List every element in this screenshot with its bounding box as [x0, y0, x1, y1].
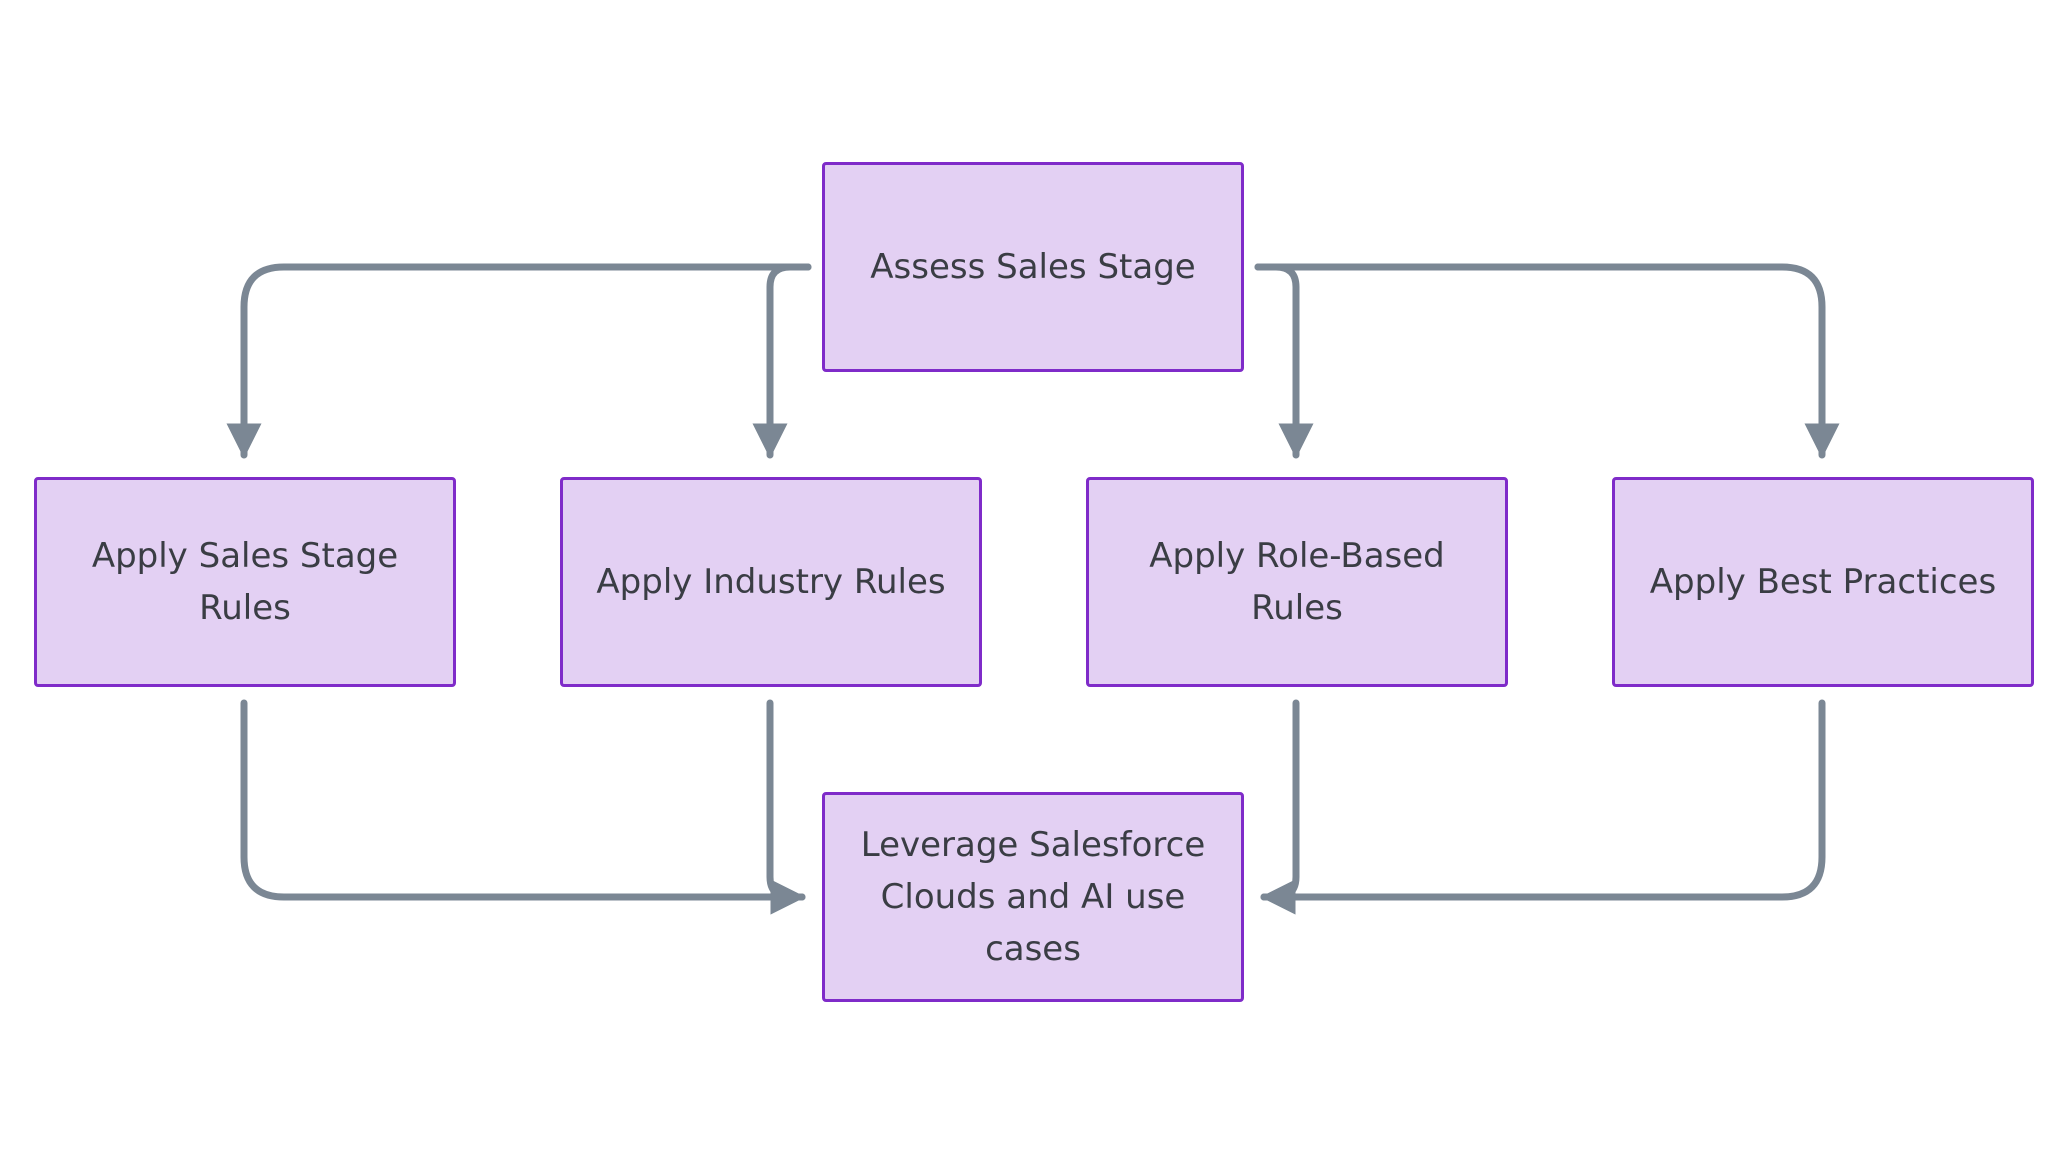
edge-best-practices-to-leverage: [1260, 699, 1826, 915]
node-label: Assess Sales Stage: [870, 247, 1196, 287]
node-apply-best-practices: Apply Best Practices: [1612, 477, 2034, 687]
edge-role-rules-to-leverage: [1260, 699, 1300, 915]
node-label: Leverage Salesforce Clouds and AI use ca…: [860, 825, 1206, 969]
node-label: Apply Best Practices: [1649, 562, 1997, 602]
node-assess-sales-stage: Assess Sales Stage: [822, 162, 1244, 372]
node-label: Apply Role-Based Rules: [1149, 536, 1445, 628]
edge-stage-rules-to-leverage: [240, 699, 806, 915]
node-apply-role-based-rules: Apply Role-Based Rules: [1086, 477, 1508, 687]
edge-assess-to-best-practices: [1254, 263, 1840, 459]
node-label: Apply Industry Rules: [596, 562, 946, 602]
edge-assess-to-industry-rules: [752, 263, 812, 459]
edge-industry-rules-to-leverage: [766, 699, 806, 915]
node-leverage-salesforce-clouds: Leverage Salesforce Clouds and AI use ca…: [822, 792, 1244, 1002]
edge-assess-to-role-rules: [1254, 263, 1314, 459]
node-apply-sales-stage-rules: Apply Sales Stage Rules: [34, 477, 456, 687]
node-label: Apply Sales Stage Rules: [91, 536, 399, 628]
node-apply-industry-rules: Apply Industry Rules: [560, 477, 982, 687]
edge-assess-to-stage-rules: [226, 263, 812, 459]
